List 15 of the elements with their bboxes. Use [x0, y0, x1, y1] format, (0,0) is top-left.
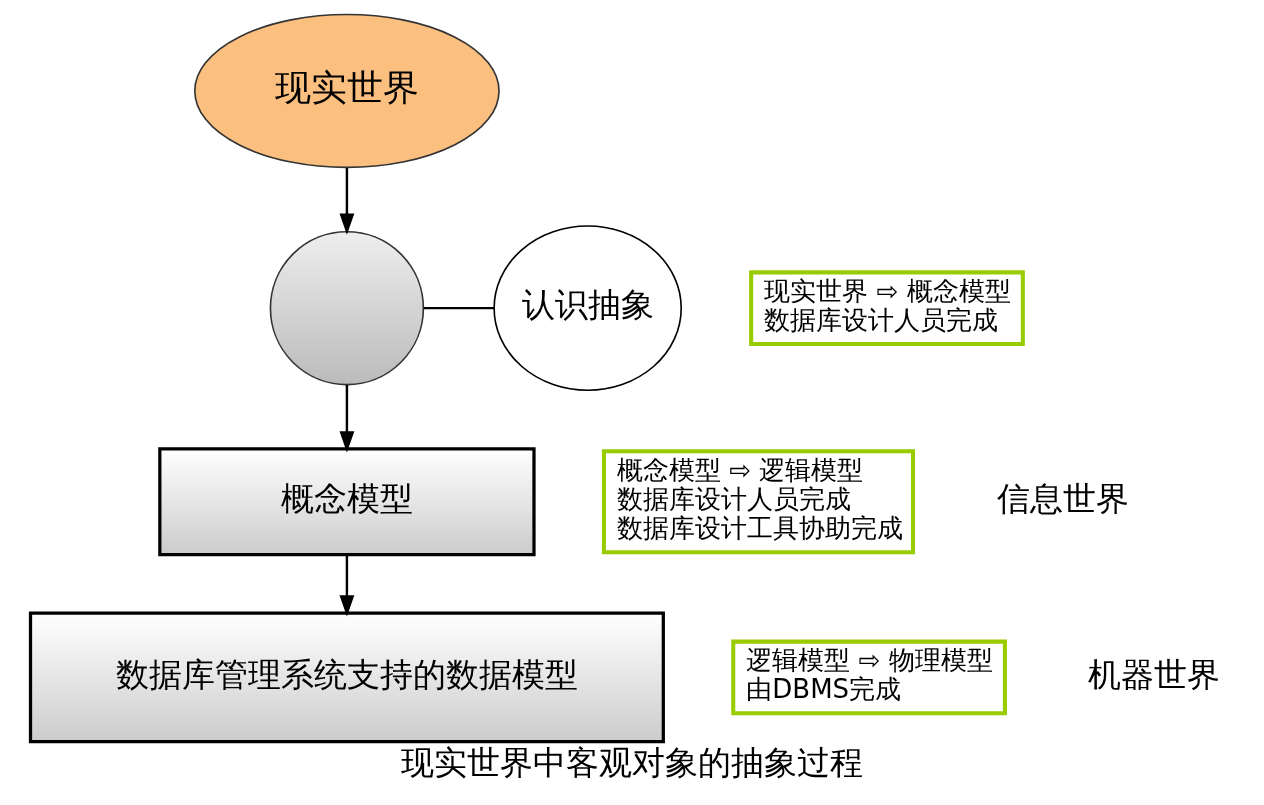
node-ellipse: 现实世界 — [194, 13, 500, 169]
node-box: 逻辑模型 ⇨ 物理模型 由DBMS完成 — [731, 639, 1007, 716]
caption: 现实世界中客观对象的抽象过程 — [401, 744, 863, 783]
node-box: 现实世界 ⇨ 概念模型 数据库设计人员完成 — [749, 270, 1025, 346]
node-box: 概念模型 — [158, 447, 536, 557]
arrow — [339, 385, 355, 453]
node-circle — [269, 230, 425, 386]
node-box: 数据库管理系统支持的数据模型 — [28, 611, 665, 744]
label: 机器世界 — [1087, 655, 1220, 694]
node-box: 概念模型 ⇨ 逻辑模型 数据库设计人员完成 数据库设计工具协助完成 — [601, 449, 916, 555]
label: 信息世界 — [996, 479, 1129, 518]
arrow — [339, 168, 355, 235]
connector — [423, 306, 495, 310]
node-ellipse: 认识抽象 — [493, 225, 683, 392]
arrow — [339, 554, 355, 617]
